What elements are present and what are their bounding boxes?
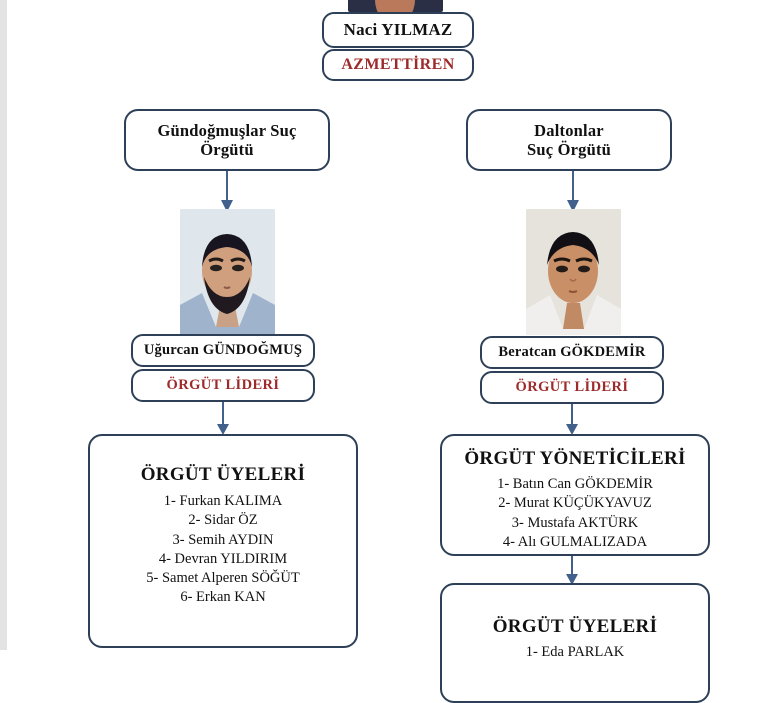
leader-photo-gundogmuslar [180, 209, 275, 335]
instigator-photo [348, 0, 443, 12]
organization-name-line-1: Gündoğmuşlar Suç [157, 120, 297, 140]
managers-list-daltonlar: 1- Batın Can GÖKDEMİR 2- Murat KÜÇÜKYAVU… [497, 475, 653, 552]
organization-box-gundogmuslar: Gündoğmuşlar Suç Örgütü [124, 109, 330, 171]
list-item: 4- Alı GULMALIZADA [502, 533, 648, 550]
leader-photo-daltonlar [526, 209, 621, 335]
leader-name: Beratcan GÖKDEMİR [498, 343, 646, 360]
list-item: 3- Mustafa AKTÜRK [511, 514, 639, 531]
leader-name-box-gundogmuslar: Uğurcan GÜNDOĞMUŞ [131, 334, 315, 367]
leader-role-box-daltonlar: ÖRGÜT LİDERİ [480, 371, 664, 404]
list-item: 1- Eda PARLAK [525, 644, 625, 660]
org-chart-canvas: Naci YILMAZ AZMETTİREN Gündoğmuşlar Suç … [0, 0, 710, 703]
organization-name-line-2: Örgütü [200, 140, 254, 159]
members-list-daltonlar: 1- Eda PARLAK [526, 643, 625, 662]
managers-heading: ÖRGÜT YÖNETİCİLERİ [464, 448, 686, 469]
connector-org-to-photo-right [561, 171, 585, 213]
list-item: 1- Batın Can GÖKDEMİR [497, 476, 653, 492]
members-box-gundogmuslar: ÖRGÜT ÜYELERİ 1- Furkan KALIMA 2- Sidar … [88, 434, 358, 648]
list-item: 6- Erkan KAN [180, 589, 266, 606]
leader-role: ÖRGÜT LİDERİ [515, 379, 629, 395]
leader-name-box-daltonlar: Beratcan GÖKDEMİR [480, 336, 664, 369]
list-item: 2- Murat KÜÇÜKYAVUZ [498, 495, 652, 512]
instigator-name: Naci YILMAZ [343, 19, 453, 39]
list-item: 2- Sidar ÖZ [188, 512, 258, 529]
organization-box-daltonlar: Daltonlar Suç Örgütü [466, 109, 672, 171]
connector-leader-to-members-left [211, 402, 235, 436]
leader-role: ÖRGÜT LİDERİ [166, 377, 280, 393]
managers-box-daltonlar: ÖRGÜT YÖNETİCİLERİ 1- Batın Can GÖKDEMİR… [440, 434, 710, 556]
list-item: 3- Semih AYDIN [172, 531, 274, 548]
organization-name-line-2: Suç Örgütü [526, 140, 612, 159]
instigator-name-box: Naci YILMAZ [322, 12, 474, 48]
members-box-daltonlar: ÖRGÜT ÜYELERİ 1- Eda PARLAK [440, 583, 710, 703]
connector-managers-to-members-right [560, 556, 584, 586]
instigator-role-box: AZMETTİREN [322, 49, 474, 81]
members-list-gundogmuslar: 1- Furkan KALIMA 2- Sidar ÖZ 3- Semih AY… [146, 492, 299, 608]
leader-name: Uğurcan GÜNDOĞMUŞ [143, 341, 303, 358]
members-heading: ÖRGÜT ÜYELERİ [140, 464, 306, 485]
list-item: 5- Samet Alperen SÖĞÜT [146, 570, 300, 587]
instigator-role: AZMETTİREN [341, 56, 455, 73]
page-edge-strip [0, 0, 7, 650]
members-heading: ÖRGÜT ÜYELERİ [492, 616, 658, 637]
list-item: 1- Furkan KALIMA [163, 493, 283, 509]
connector-org-to-photo-left [215, 171, 239, 213]
connector-leader-to-managers-right [560, 404, 584, 436]
list-item: 4- Devran YILDIRIM [158, 550, 288, 567]
leader-role-box-gundogmuslar: ÖRGÜT LİDERİ [131, 369, 315, 402]
organization-name-line-1: Daltonlar [534, 120, 604, 140]
